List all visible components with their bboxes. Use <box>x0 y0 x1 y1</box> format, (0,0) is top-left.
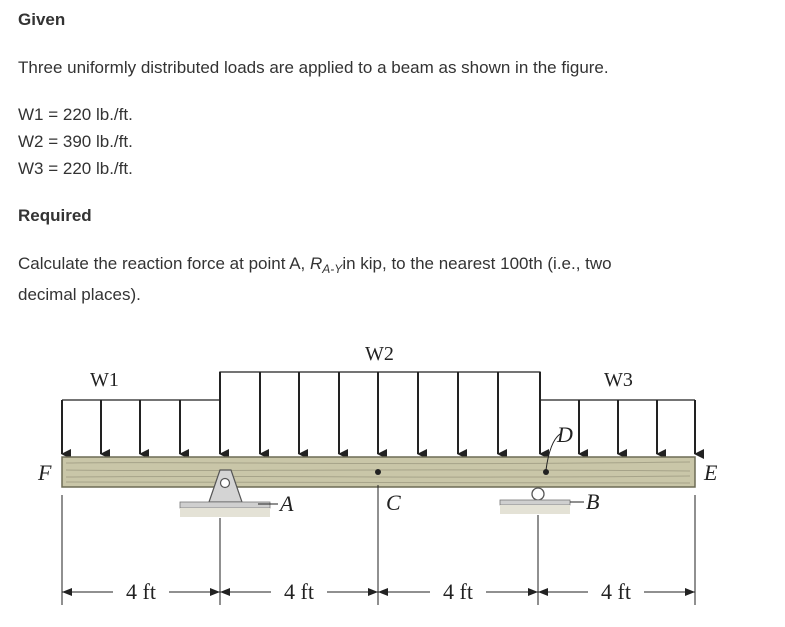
required-heading: Required <box>18 206 92 225</box>
beam-wood-grain <box>65 461 691 484</box>
load-w1: W1 = 220 lb./ft. <box>18 104 133 126</box>
dimension-label: 4 ft <box>601 579 631 604</box>
label-w3: W3 <box>604 369 633 391</box>
load-arrows <box>61 372 704 459</box>
dimension-arrowhead <box>685 588 695 596</box>
dimension-label: 4 ft <box>284 579 314 604</box>
equals-sign: = <box>43 105 63 124</box>
dimension-lines <box>62 588 695 596</box>
beam-diagram: W1 W2 W3 F E A B C D 4 ft 4 ft 4 ft 4 ft <box>37 343 718 605</box>
dimension-arrowhead <box>210 588 220 596</box>
dimension-label: 4 ft <box>126 579 156 604</box>
load-value: 390 lb./ft. <box>62 132 133 151</box>
dimension-arrowhead <box>220 588 230 596</box>
dimension-arrowhead <box>62 588 72 596</box>
load-label: W3 <box>18 159 44 178</box>
load-label: W1 <box>18 105 44 124</box>
label-f: F <box>37 460 52 485</box>
label-w2: W2 <box>365 343 394 365</box>
reaction-subscript: A-Y <box>322 262 343 276</box>
pin-support-a <box>179 469 271 517</box>
dimension-label: 4 ft <box>443 579 473 604</box>
point-d-marker <box>543 469 549 475</box>
required-line-2: decimal places). <box>18 285 141 304</box>
required-text-post: in kip, to the nearest 100th (i.e., two <box>342 254 612 273</box>
load-value: 220 lb./ft. <box>62 159 133 178</box>
problem-intro: Three uniformly distributed loads are ap… <box>18 58 609 77</box>
equals-sign: = <box>43 132 63 151</box>
reaction-symbol: R <box>310 254 323 273</box>
load-label: W2 <box>18 132 44 151</box>
equals-sign: = <box>43 159 63 178</box>
point-d-leader <box>545 433 561 471</box>
dimension-arrowhead <box>538 588 548 596</box>
load-w3: W3 = 220 lb./ft. <box>18 158 133 180</box>
dimension-arrowhead <box>528 588 538 596</box>
load-w2: W2 = 390 lb./ft. <box>18 131 133 153</box>
label-b: B <box>586 489 599 514</box>
point-c-marker <box>375 469 381 475</box>
label-w1: W1 <box>90 369 119 391</box>
extension-lines <box>61 485 696 605</box>
label-d: D <box>556 422 573 447</box>
required-text-pre: Calculate the reaction force at point A, <box>18 254 311 273</box>
required-line-1: Calculate the reaction force at point A,… <box>18 253 612 276</box>
label-a: A <box>278 491 294 516</box>
given-heading: Given <box>18 10 66 29</box>
load-envelope <box>62 371 695 401</box>
roller-support-b <box>499 487 571 514</box>
label-e: E <box>703 460 718 485</box>
load-value: 220 lb./ft. <box>62 105 133 124</box>
label-c: C <box>386 490 401 515</box>
dimension-arrowhead <box>378 588 388 596</box>
dimension-arrowhead <box>368 588 378 596</box>
